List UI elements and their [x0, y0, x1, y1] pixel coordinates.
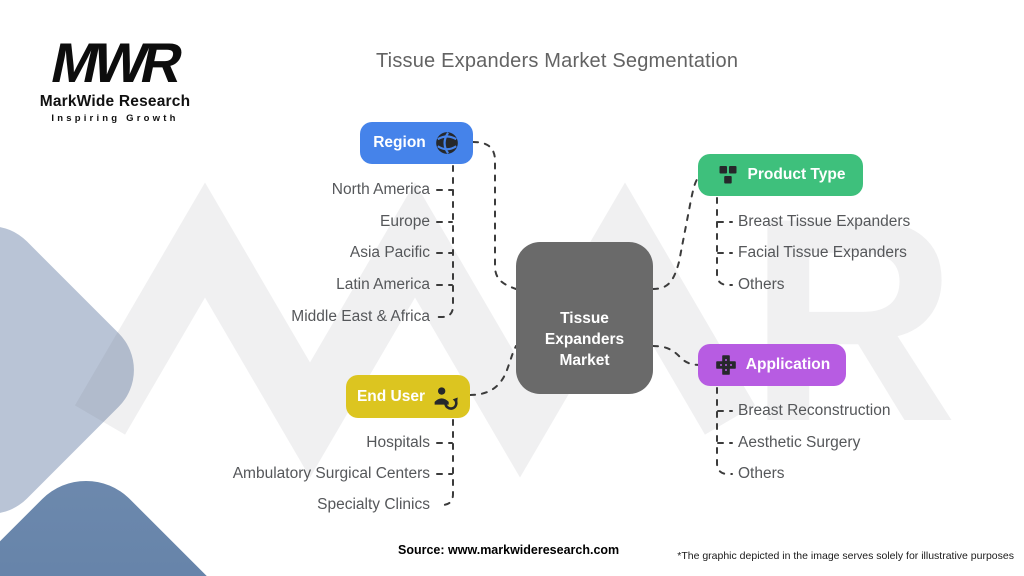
disclaimer-text: *The graphic depicted in the image serve… — [677, 550, 1014, 562]
globe-icon — [435, 132, 458, 154]
branch-node-end-user-label: End User — [356, 387, 426, 405]
segment-item-facial-tissue-expanders: Facial Tissue Expanders — [738, 244, 907, 261]
logo-mwr-mark: MWR — [45, 31, 185, 94]
segment-item-breast-reconstruction: Breast Reconstruction — [738, 402, 891, 419]
branch-node-product-type-label: Product Type — [747, 166, 846, 183]
segment-item-breast-tissue-expanders: Breast Tissue Expanders — [738, 213, 911, 230]
segment-item-europe: Europe — [380, 213, 430, 230]
segment-item-specialty-clinics: Specialty Clinics — [317, 496, 430, 513]
markwide-research-logo: MWR MarkWide Research Inspiring Growth — [30, 31, 200, 124]
page-title: Tissue Expanders Market Segmentation — [376, 50, 739, 72]
product-boxes-icon — [719, 166, 737, 184]
user-refresh-icon — [434, 386, 458, 410]
segment-item-middle-east-africa: Middle East & Africa — [291, 308, 430, 325]
medical-cross-icon — [715, 355, 736, 375]
source-text: Source: www.markwideresearch.com — [398, 543, 620, 557]
segment-item-aesthetic-surgery: Aesthetic Surgery — [738, 434, 861, 451]
branch-node-region: Region — [360, 122, 473, 164]
logo-tagline: Inspiring Growth — [51, 113, 179, 124]
segment-item-product-others: Others — [738, 276, 785, 293]
branch-node-region-label: Region — [373, 134, 426, 151]
segment-item-latin-america: Latin America — [336, 276, 430, 293]
segment-item-hospitals: Hospitals — [366, 434, 430, 451]
segment-item-north-america: North America — [331, 181, 430, 198]
segment-item-ambulatory-surgical-centers: Ambulatory Surgical Centers — [232, 465, 430, 482]
branch-node-end-user: End User — [346, 375, 470, 418]
branch-node-product-type: Product Type — [698, 154, 863, 196]
branch-node-application-label: Application — [745, 356, 831, 373]
logo-company-name: MarkWide Research — [39, 93, 191, 110]
segment-item-application-others: Others — [738, 465, 785, 482]
branch-node-application: Application — [698, 344, 846, 386]
central-market-node: Tissue Expanders Market — [516, 242, 653, 394]
svg-text:R: R — [748, 158, 957, 482]
segment-item-asia-pacific: Asia Pacific — [349, 244, 430, 261]
